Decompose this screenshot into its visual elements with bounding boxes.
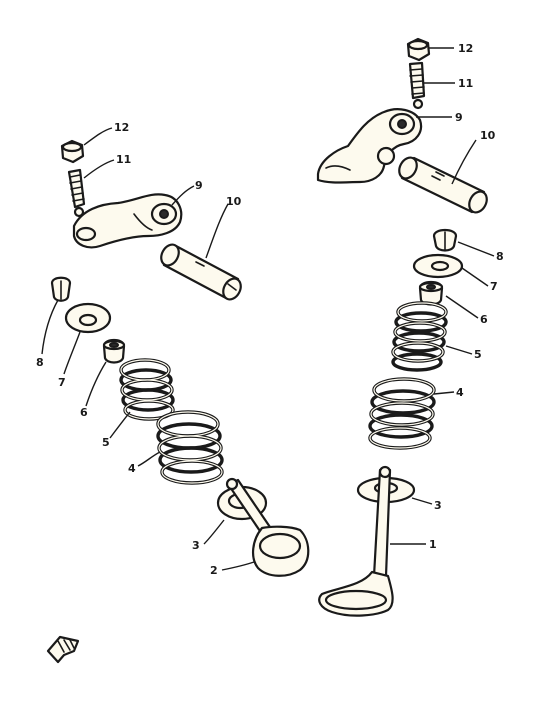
callout-6-right: 6 — [480, 313, 488, 326]
callout-3-right: 3 — [434, 499, 442, 512]
callout-7-right: 7 — [490, 280, 498, 293]
callout-11-right: 11 — [458, 77, 473, 90]
callout-9-left: 9 — [195, 179, 203, 192]
right-adjuster — [408, 61, 426, 110]
callout-9-right: 9 — [455, 111, 463, 124]
right-locknut — [406, 37, 431, 62]
left-outer-spring — [156, 410, 224, 485]
collet-icon — [46, 635, 80, 664]
callout-5-left: 5 — [102, 436, 110, 449]
left-rocker-shaft — [160, 243, 242, 301]
callout-10-right: 10 — [480, 129, 496, 142]
callout-8-right: 8 — [496, 250, 504, 263]
left-stem-seal — [102, 338, 126, 364]
right-rocker-arm — [316, 108, 423, 184]
callout-12-right: 12 — [458, 42, 473, 55]
left-locknut — [60, 139, 85, 164]
callout-6-left: 6 — [80, 406, 88, 419]
callout-2-left: 2 — [210, 564, 218, 577]
right-stem-seal — [418, 280, 444, 306]
right-valve — [318, 465, 394, 617]
right-rocker-shaft — [398, 156, 488, 214]
left-adjuster — [67, 168, 86, 218]
callout-8-left: 8 — [36, 356, 44, 369]
right-inner-spring — [391, 301, 448, 372]
left-retainer — [64, 302, 112, 334]
callout-1-right: 1 — [429, 538, 437, 551]
right-outer-spring — [368, 377, 436, 450]
right-retainer — [412, 253, 464, 279]
callout-10-left: 10 — [226, 195, 242, 208]
callout-4-left: 4 — [128, 462, 136, 475]
callout-3-left: 3 — [192, 539, 200, 552]
right-cotter — [432, 228, 458, 252]
callout-4-right: 4 — [456, 386, 464, 399]
callout-11-left: 11 — [116, 153, 131, 166]
leader-lines — [41, 47, 495, 571]
callout-5-right: 5 — [474, 348, 482, 361]
callout-7-left: 7 — [58, 376, 66, 389]
left-rocker-arm — [72, 193, 183, 249]
left-inner-spring — [119, 358, 175, 421]
callouts: 12 11 9 10 8 7 6 5 4 3 2 12 11 9 10 8 7 … — [36, 42, 504, 577]
left-cotter — [50, 276, 72, 302]
left-valve — [225, 477, 310, 577]
callout-12-left: 12 — [114, 121, 129, 134]
